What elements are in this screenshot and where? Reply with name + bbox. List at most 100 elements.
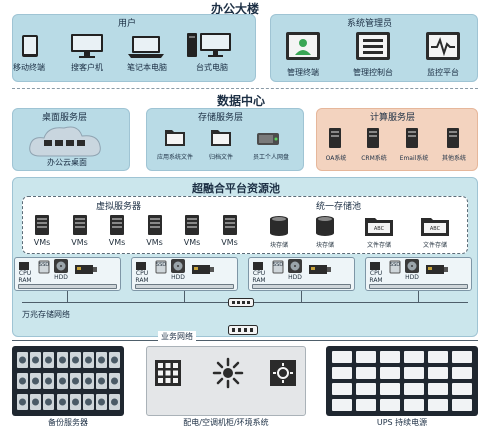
node-chassis-bar [369, 284, 468, 289]
vm-server-icon [222, 214, 238, 239]
ups-battery-cell [332, 399, 352, 411]
business-network-label: 业务网络 [158, 331, 196, 342]
node-link-line [301, 291, 302, 302]
compute-label-email: Email系统 [399, 155, 429, 162]
ups-battery-cell [404, 367, 424, 379]
vm-label: VMs [146, 238, 163, 247]
ups-battery-cell [452, 367, 472, 379]
ups-label: UPS 持续电源 [376, 418, 428, 427]
distribution-grid-icon [155, 360, 181, 389]
hdd-icon [171, 259, 185, 276]
ups-battery-cell [356, 399, 376, 411]
ups-battery-cell [428, 383, 448, 395]
ups-battery-cell [380, 351, 400, 363]
ssd-label: SSD [38, 262, 50, 268]
ssd-icon [272, 260, 284, 277]
pc-tower-icon [186, 31, 232, 62]
backup-disk-icon [56, 352, 68, 371]
block-storage-icon [268, 215, 290, 240]
device-label-laptop: 笔记本电脑 [127, 63, 167, 72]
cpu-ram-label: CPU RAM [252, 270, 266, 284]
node-chassis-bar [18, 284, 117, 289]
backup-disk-icon [69, 394, 81, 413]
ssd-label: SSD [155, 262, 167, 268]
cloud-desktop-label: 办公云桌面 [47, 158, 87, 167]
backup-disk-icon [30, 394, 42, 413]
device-label-pc: 台式电脑 [196, 63, 228, 72]
compute-label-crm: CRM系统 [361, 155, 387, 162]
cloud-desktop-icon [26, 122, 104, 161]
backup-server-rack [12, 346, 124, 416]
vm-server-icon [184, 214, 200, 239]
storage-layer-title: 存储服务层 [198, 113, 244, 123]
backup-disk-icon [43, 394, 55, 413]
switch-icon [228, 298, 254, 310]
file-storage-icon: ABC [420, 215, 450, 240]
ups-battery-cell [380, 383, 400, 395]
oa-server-icon [328, 127, 342, 152]
ups-battery-cell [332, 351, 352, 363]
separator-line [12, 88, 478, 89]
hdd-label: HDD [288, 274, 302, 281]
storage-item-label: 文件存储 [422, 242, 447, 249]
ups-battery-cell [404, 351, 424, 363]
vm-server-icon [72, 214, 88, 239]
ups-battery-cell [404, 383, 424, 395]
admin-title: 系统管理员 [347, 19, 393, 29]
backup-disk-icon [43, 373, 55, 392]
archive-folder-icon [210, 127, 232, 150]
business-network-line [12, 340, 478, 341]
hdd-icon [288, 259, 302, 276]
device-label-client: 搜客户机 [71, 63, 103, 72]
node-chassis-bar [252, 284, 351, 289]
admin-label-console: 管理控制台 [353, 68, 393, 77]
vm-label: VMs [108, 238, 126, 247]
desktop-layer-title: 桌面服务层 [42, 113, 88, 123]
cpu-chip-icon [135, 261, 147, 274]
backup-disk-icon [83, 352, 94, 371]
ssd-label: SSD [389, 262, 401, 268]
crm-server-icon [366, 127, 380, 152]
laptop-icon [127, 35, 165, 62]
backup-label: 备份服务器 [48, 418, 88, 427]
ups-battery-cell [380, 367, 400, 379]
network-card-icon [425, 262, 449, 279]
storage-item-label: 文件存储 [366, 242, 391, 249]
admin-label-terminal: 管理终端 [287, 68, 319, 77]
ssd-icon [155, 260, 167, 277]
cpu-ram-label: CPU RAM [18, 270, 32, 284]
node-link-line [184, 291, 185, 302]
cpu-chip-icon [252, 261, 264, 274]
ups-battery-cell [356, 367, 376, 379]
backup-disk-icon [56, 394, 68, 413]
hci-title: 超融合平台资源池 [192, 182, 280, 195]
monitor-platform-icon [425, 31, 461, 64]
ups-battery-cell [452, 399, 472, 411]
backup-disk-icon [30, 352, 42, 371]
vm-label: VMs [221, 238, 238, 247]
node-link-line [67, 291, 68, 302]
backup-disk-icon [83, 394, 94, 413]
hdd-label: HDD [171, 274, 185, 281]
compute-label-other: 其他系统 [441, 155, 466, 162]
other-server-icon [446, 127, 460, 152]
ssd-label: SSD [272, 262, 284, 268]
datacenter-title: 数据中心 [217, 94, 266, 108]
ssd-icon [38, 260, 50, 277]
ssd-icon [389, 260, 401, 277]
network-card-icon [74, 262, 98, 279]
tablet-icon [21, 34, 39, 61]
block-storage-icon [314, 215, 336, 240]
file-storage-icon: ABC [364, 215, 394, 240]
backup-disk-icon [83, 373, 94, 392]
backup-disk-icon [69, 352, 81, 371]
backup-disk-icon [17, 394, 28, 413]
backup-disk-icon [43, 352, 55, 371]
office-title: 办公大楼 [211, 2, 260, 16]
air-conditioner-icon [212, 357, 244, 392]
hdd-label: HDD [54, 274, 68, 281]
ups-battery-cell [428, 399, 448, 411]
ups-battery-cell [356, 383, 376, 395]
environment-sensor-icon [270, 360, 296, 389]
